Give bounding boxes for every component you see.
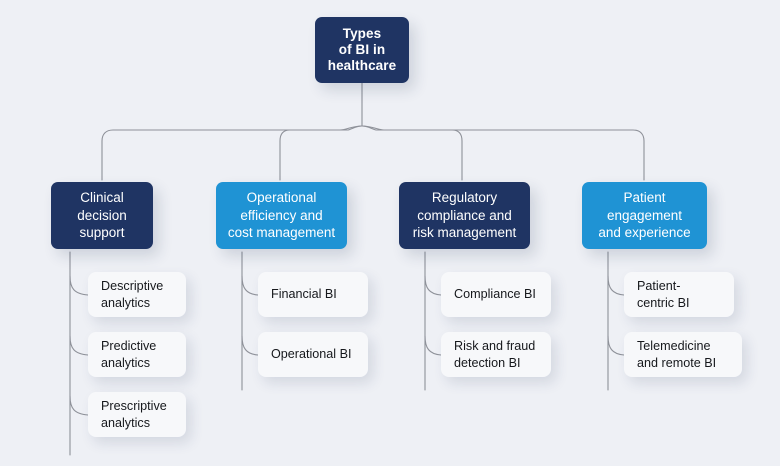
- leaf-1-1-line-2: analytics: [101, 295, 150, 310]
- category-2-line-2: efficiency and: [240, 207, 323, 223]
- connector-col3-leaf1: [424, 275, 442, 296]
- connector-col1-leaf1: [69, 275, 89, 296]
- connector-col1-leaf2: [69, 335, 89, 356]
- category-4-line-2: engagement: [606, 207, 683, 223]
- connector-bus-right: [361, 125, 645, 181]
- connector-col2-leaf2: [241, 335, 259, 356]
- category-4-line-3: and experience: [598, 225, 691, 241]
- category-1-line-1: Clinical: [80, 190, 124, 206]
- leaf-4-1-line-1: Patient-: [637, 278, 681, 293]
- category-2-line-1: Operational: [246, 190, 317, 206]
- category-label-3: Regulatory compliance and risk managemen…: [399, 189, 530, 242]
- root-node-label: Types of BI in healthcare: [315, 26, 409, 74]
- leaf-1-3-line-2: analytics: [101, 415, 150, 430]
- leaf-label-4-2: Telemedicine and remote BI: [637, 338, 729, 372]
- leaf-3-2-line-2: detection BI: [454, 355, 521, 370]
- category-2-line-3: cost management: [227, 225, 336, 241]
- leaf-node-patient-centric-bi[interactable]: Patient- centric BI: [624, 272, 734, 317]
- leaf-label-1-2: Predictive analytics: [101, 338, 173, 372]
- category-3-line-2: compliance and: [417, 207, 512, 223]
- root-line-2: of BI in: [338, 42, 386, 57]
- leaf-label-2-2: Operational BI: [271, 347, 352, 361]
- category-3-line-1: Regulatory: [431, 190, 498, 206]
- connector-col2-leaf1: [241, 275, 259, 296]
- leaf-label-1-1: Descriptive analytics: [101, 278, 173, 312]
- leaf-1-2-line-1: Predictive: [101, 338, 157, 353]
- connector-bus-col2: [279, 125, 363, 181]
- root-node[interactable]: Types of BI in healthcare: [315, 17, 409, 83]
- category-label-1: Clinical decision support: [51, 189, 153, 242]
- leaf-label-4-1: Patient- centric BI: [637, 278, 721, 312]
- root-line-3: healthcare: [327, 58, 397, 73]
- leaf-node-compliance-bi[interactable]: Compliance BI: [441, 272, 551, 317]
- leaf-node-telemedicine-remote-bi[interactable]: Telemedicine and remote BI: [624, 332, 742, 377]
- leaf-node-operational-bi[interactable]: Operational BI: [258, 332, 368, 377]
- leaf-node-financial-bi[interactable]: Financial BI: [258, 272, 368, 317]
- leaf-3-2-line-1: Risk and fraud: [454, 338, 536, 353]
- category-1-line-2: decision: [77, 207, 127, 223]
- leaf-1-2-line-2: analytics: [101, 355, 150, 370]
- leaf-label-3-2: Risk and fraud detection BI: [454, 338, 538, 372]
- leaf-1-3-line-1: Prescriptive: [101, 398, 167, 413]
- leaf-node-descriptive-analytics[interactable]: Descriptive analytics: [88, 272, 186, 317]
- connector-col3-leaf2: [424, 335, 442, 356]
- leaf-label-2-1: Financial BI: [271, 287, 337, 301]
- leaf-4-2-line-1: Telemedicine: [637, 338, 711, 353]
- leaf-label-3-1: Compliance BI: [454, 287, 536, 301]
- category-node-regulatory-compliance[interactable]: Regulatory compliance and risk managemen…: [399, 182, 530, 249]
- leaf-4-1-line-2: centric BI: [637, 295, 690, 310]
- category-1-line-3: support: [79, 225, 125, 241]
- category-label-2: Operational efficiency and cost manageme…: [216, 189, 347, 242]
- root-line-1: Types: [342, 26, 382, 41]
- category-label-4: Patient engagement and experience: [582, 189, 707, 242]
- connector-bus-col3: [361, 125, 463, 181]
- leaf-node-prescriptive-analytics[interactable]: Prescriptive analytics: [88, 392, 186, 437]
- leaf-4-2-line-2: and remote BI: [637, 355, 717, 370]
- category-node-clinical-decision-support[interactable]: Clinical decision support: [51, 182, 153, 249]
- category-node-operational-efficiency[interactable]: Operational efficiency and cost manageme…: [216, 182, 347, 249]
- category-4-line-1: Patient: [623, 190, 666, 206]
- category-3-line-3: risk management: [412, 225, 517, 241]
- connector-col4-leaf2: [607, 335, 625, 356]
- leaf-label-1-3: Prescriptive analytics: [101, 398, 173, 432]
- leaf-1-1-line-1: Descriptive: [101, 278, 164, 293]
- connector-bus-left: [101, 125, 363, 181]
- leaf-node-risk-fraud-detection-bi[interactable]: Risk and fraud detection BI: [441, 332, 551, 377]
- connector-col4-leaf1: [607, 275, 625, 296]
- connector-col1-leaf3: [69, 395, 89, 416]
- category-node-patient-engagement[interactable]: Patient engagement and experience: [582, 182, 707, 249]
- leaf-node-predictive-analytics[interactable]: Predictive analytics: [88, 332, 186, 377]
